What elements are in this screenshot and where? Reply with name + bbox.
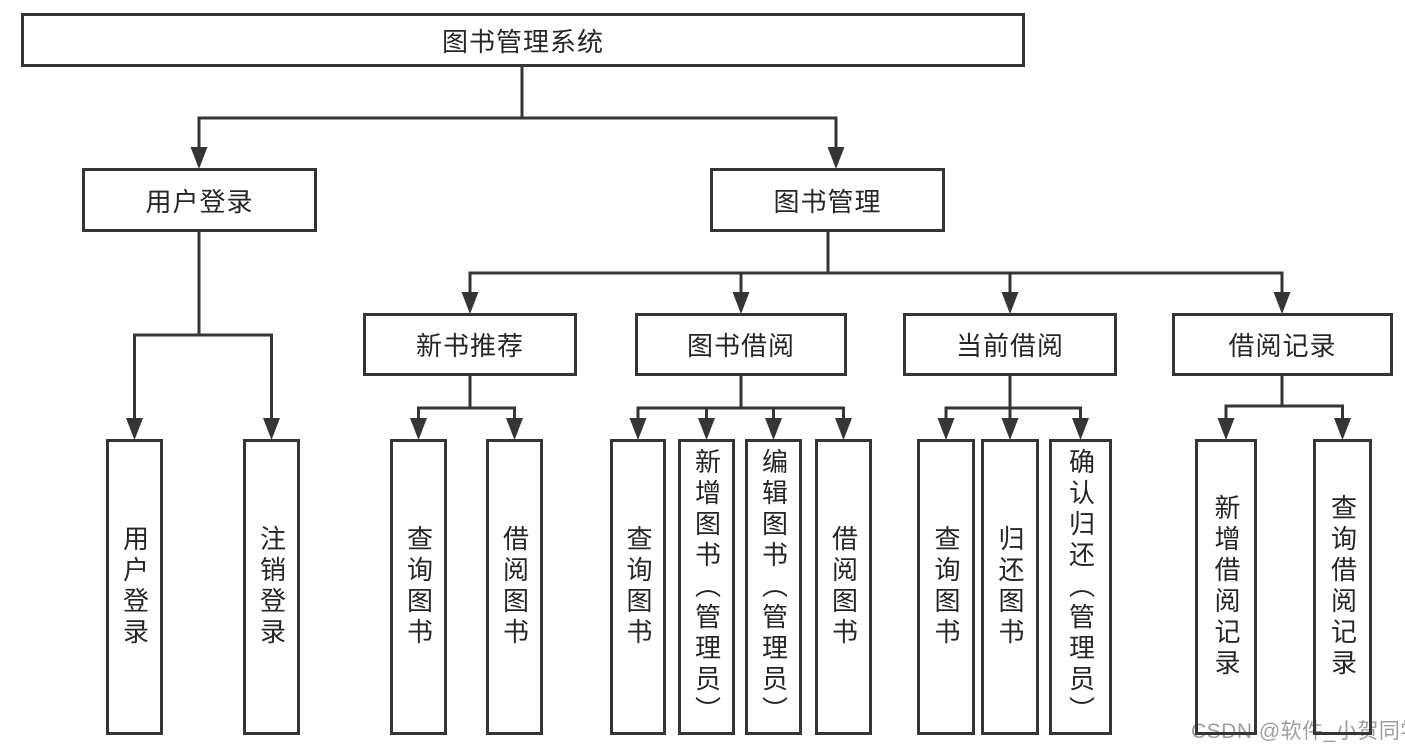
arrowhead-icon — [937, 418, 955, 440]
arrowhead-icon — [461, 292, 479, 314]
arrowhead-icon — [410, 418, 427, 440]
node-new-book-recommend: 新书推荐 — [363, 313, 577, 376]
arrowheads — [126, 147, 1351, 440]
node-borrow-record: 借阅记录 — [1172, 313, 1393, 376]
connector-bookmgmt-to-level3 — [468, 229, 1284, 297]
connector-root-to-level2 — [197, 65, 838, 152]
leaf-query-borrow-record-label: 查询借阅记录 — [1327, 494, 1358, 680]
csdn-watermark: CSDN @软件_小贺同学 — [1191, 720, 1405, 743]
leaf-add-book-admin-label: 新增图书（管理员） — [691, 447, 722, 727]
arrowhead-icon — [698, 418, 715, 440]
leaf-borrow-book-2-label: 借阅图书 — [828, 525, 859, 649]
node-root: 图书管理系统 — [21, 13, 1025, 67]
leaf-query-borrow-record: 查询借阅记录 — [1313, 439, 1372, 735]
arrowhead-icon — [190, 147, 208, 169]
arrowhead-icon — [1072, 418, 1089, 440]
arrowhead-icon — [835, 418, 852, 440]
leaf-logout: 注销登录 — [243, 439, 300, 735]
leaf-logout-label: 注销登录 — [256, 525, 287, 649]
arrowhead-icon — [263, 418, 280, 440]
leaf-borrow-book-2: 借阅图书 — [815, 439, 872, 735]
leaf-add-book-admin: 新增图书（管理员） — [678, 439, 735, 735]
node-new-book-recommend-label: 新书推荐 — [415, 331, 524, 361]
connector-newbook-to-leaves — [417, 373, 516, 423]
arrowhead-icon — [506, 418, 523, 440]
arrowhead-icon — [1334, 418, 1351, 440]
leaf-return-book-label: 归还图书 — [995, 525, 1025, 649]
leaf-query-book-3: 查询图书 — [917, 439, 975, 735]
leaf-edit-book-admin: 编辑图书（管理员） — [745, 439, 802, 735]
node-book-borrow-label: 图书借阅 — [686, 331, 795, 361]
leaf-user-login: 用户登录 — [106, 439, 163, 735]
connector-bookborrow-to-leaves — [636, 373, 845, 423]
arrowhead-icon — [1001, 418, 1019, 440]
node-user-login-label: 用户登录 — [145, 186, 254, 217]
leaf-query-book-1-label: 查询图书 — [403, 525, 434, 649]
leaf-confirm-return-admin-label: 确认归还（管理员） — [1065, 447, 1096, 727]
leaf-borrow-book-1: 借阅图书 — [486, 439, 543, 735]
node-root-label: 图书管理系统 — [441, 26, 604, 57]
node-current-borrow: 当前借阅 — [903, 313, 1117, 376]
leaf-borrow-book-1-label: 借阅图书 — [499, 525, 530, 649]
connector-borrowrecord-to-leaves — [1224, 373, 1344, 423]
leaf-edit-book-admin-label: 编辑图书（管理员） — [758, 447, 789, 727]
node-book-management-label: 图书管理 — [773, 186, 882, 217]
node-user-login: 用户登录 — [82, 168, 317, 232]
connector-currentborrow-to-leaves — [944, 373, 1082, 423]
leaf-confirm-return-admin: 确认归还（管理员） — [1049, 439, 1112, 735]
arrowhead-icon — [732, 292, 750, 314]
leaf-add-borrow-record: 新增借阅记录 — [1195, 439, 1257, 735]
leaf-query-book-2-label: 查询图书 — [623, 525, 653, 649]
leaf-query-book-2: 查询图书 — [610, 439, 666, 735]
arrowhead-icon — [1001, 292, 1019, 314]
leaf-query-book-3-label: 查询图书 — [931, 525, 961, 649]
node-book-management: 图书管理 — [710, 168, 945, 232]
arrowhead-icon — [629, 418, 647, 440]
arrowhead-icon — [1273, 292, 1291, 314]
node-book-borrow: 图书借阅 — [635, 313, 847, 376]
arrowhead-icon — [1217, 418, 1235, 440]
leaf-query-book-1: 查询图书 — [390, 439, 447, 735]
arrowhead-icon — [765, 418, 782, 440]
leaf-user-login-label: 用户登录 — [119, 525, 150, 649]
leaf-add-borrow-record-label: 新增借阅记录 — [1211, 494, 1241, 680]
leaf-return-book: 归还图书 — [981, 439, 1039, 735]
arrowhead-icon — [827, 147, 845, 169]
arrowhead-icon — [126, 418, 143, 440]
node-current-borrow-label: 当前借阅 — [955, 331, 1064, 361]
connector-userlogin-to-leaves — [133, 229, 273, 423]
node-borrow-record-label: 借阅记录 — [1228, 331, 1337, 361]
